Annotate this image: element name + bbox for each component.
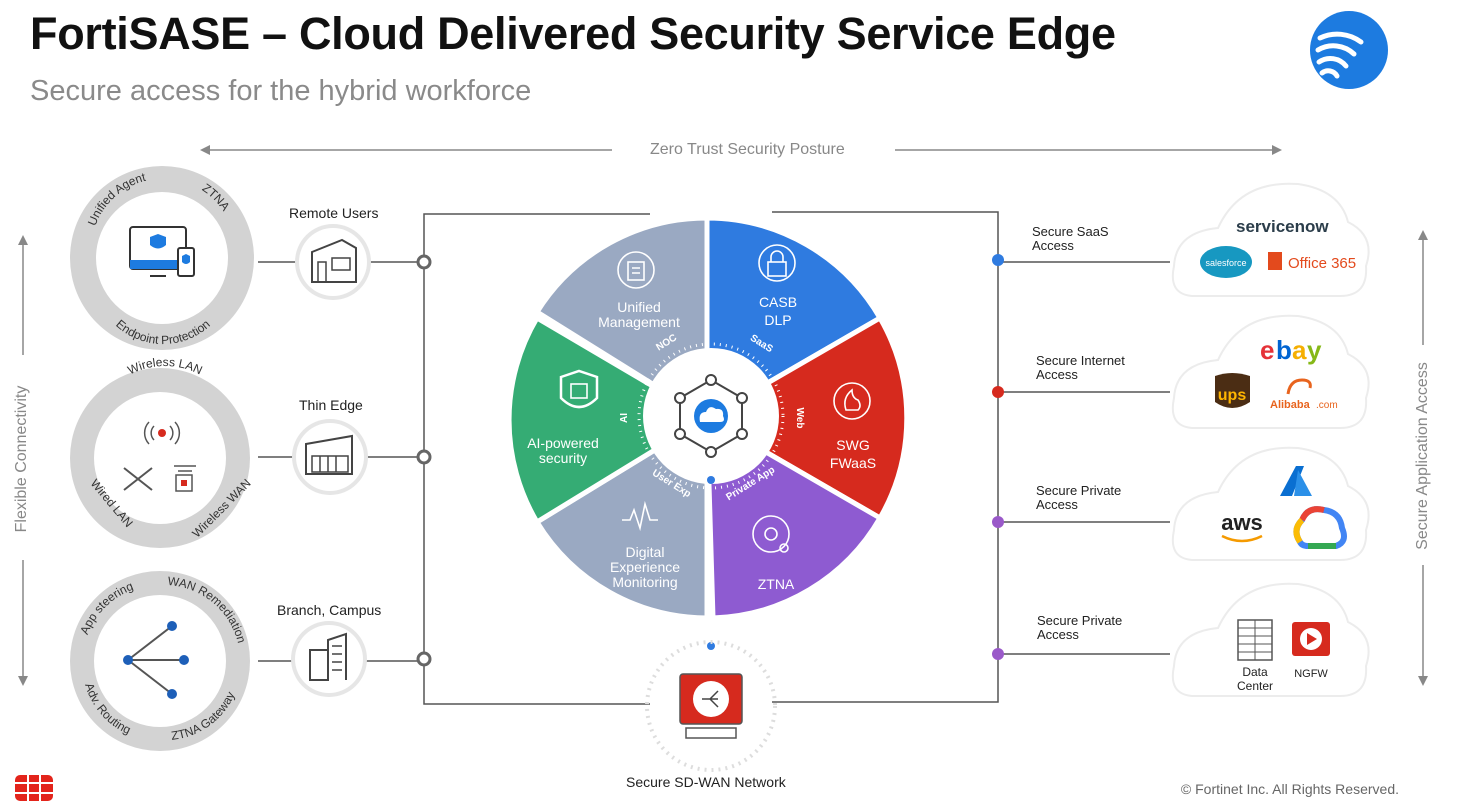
site-remote-users-icon xyxy=(295,224,371,300)
site-thin-edge-icon xyxy=(292,419,368,495)
left-ring-endpoint xyxy=(70,166,254,350)
svg-text:a: a xyxy=(1292,335,1307,365)
seg-label-ai-1: AI-powered xyxy=(527,435,599,451)
right-axis-arrow xyxy=(1418,230,1428,686)
page-title: FortiSASE – Cloud Delivered Security Ser… xyxy=(30,8,1116,59)
sdwan-label: Secure SD-WAN Network xyxy=(626,774,786,790)
sdwan-node xyxy=(645,640,777,772)
left-ring-lan xyxy=(70,368,250,548)
ring-web: Web xyxy=(794,408,805,429)
hub-cloud-icon xyxy=(674,374,748,458)
svg-text:.com: .com xyxy=(1316,400,1338,411)
fortisase-logo-icon xyxy=(1310,11,1388,89)
svg-text:ups: ups xyxy=(1218,387,1247,404)
ai-shield-icon xyxy=(559,369,599,409)
segment-swg xyxy=(702,314,910,522)
seg-label-swg-1: SWG xyxy=(836,437,869,453)
svg-text:e: e xyxy=(1260,335,1274,365)
svg-text:Alibaba: Alibaba xyxy=(1270,399,1311,411)
site-label-thin-edge: Thin Edge xyxy=(299,397,363,413)
management-icon xyxy=(617,251,655,289)
site-label-remote-users: Remote Users xyxy=(289,205,379,221)
dc-label-2: Center xyxy=(1237,679,1273,693)
svg-text:Office 365: Office 365 xyxy=(1288,255,1356,272)
svg-text:y: y xyxy=(1307,335,1322,365)
dc-label-1: Data xyxy=(1242,665,1268,679)
svg-text:b: b xyxy=(1276,335,1292,365)
left-ring-routing xyxy=(70,571,250,751)
ups-logo: ups xyxy=(1215,373,1250,408)
left-junction-dots xyxy=(416,254,432,667)
ztna-user-icon xyxy=(752,515,790,553)
seg-label-um-2: Management xyxy=(598,314,680,330)
ngfw-icon xyxy=(1292,622,1330,656)
svg-text:salesforce: salesforce xyxy=(1205,258,1246,268)
dot-internet xyxy=(992,386,1004,398)
security-wheel xyxy=(506,215,910,621)
left-axis-arrow xyxy=(18,235,28,686)
site-branch-campus-icon xyxy=(291,621,367,697)
salesforce-logo: salesforce xyxy=(1200,246,1252,278)
dot-private-2 xyxy=(992,648,1004,660)
seg-label-dem-3: Monitoring xyxy=(612,574,677,590)
data-center-icon xyxy=(1237,619,1273,661)
copyright-text: © Fortinet Inc. All Rights Reserved. xyxy=(1180,781,1399,797)
dem-pulse-icon xyxy=(622,500,658,532)
ring-label-wireless-lan: Wireless LAN xyxy=(125,355,204,377)
office365-logo: Office 365 xyxy=(1268,252,1356,272)
dot-private-1 xyxy=(992,516,1004,528)
alibaba-logo: Alibaba .com xyxy=(1270,378,1338,411)
seg-label-swg-2: FWaaS xyxy=(830,455,876,471)
seg-label-casb-1: CASB xyxy=(759,294,797,310)
aws-logo: aws xyxy=(1221,510,1263,543)
top-axis-arrow xyxy=(200,145,1282,155)
site-label-branch-campus: Branch, Campus xyxy=(277,602,382,618)
seg-label-dem-2: Experience xyxy=(610,559,680,575)
ebay-logo: e b a y xyxy=(1260,335,1322,365)
ring-ai: AI xyxy=(619,413,630,423)
segment-ai xyxy=(506,314,712,526)
page-subtitle: Secure access for the hybrid workforce xyxy=(30,75,532,107)
dot-saas xyxy=(992,254,1004,266)
casb-lock-icon xyxy=(758,244,796,282)
fortinet-logo-icon xyxy=(15,775,53,801)
seg-label-um-1: Unified xyxy=(617,299,661,315)
top-axis-label: Zero Trust Security Posture xyxy=(650,141,845,158)
ngfw-label: NGFW xyxy=(1294,668,1328,680)
segment-dem xyxy=(533,413,710,621)
seg-label-casb-2: DLP xyxy=(764,312,791,328)
azure-logo xyxy=(1280,466,1312,496)
seg-label-dem-1: Digital xyxy=(626,544,665,560)
swg-fire-icon xyxy=(833,382,871,420)
svg-text:aws: aws xyxy=(1221,510,1263,535)
google-cloud-logo xyxy=(1293,506,1347,549)
servicenow-logo: servicenow xyxy=(1236,217,1329,236)
seg-label-ai-2: security xyxy=(539,450,587,466)
seg-label-ztna: ZTNA xyxy=(758,576,795,592)
